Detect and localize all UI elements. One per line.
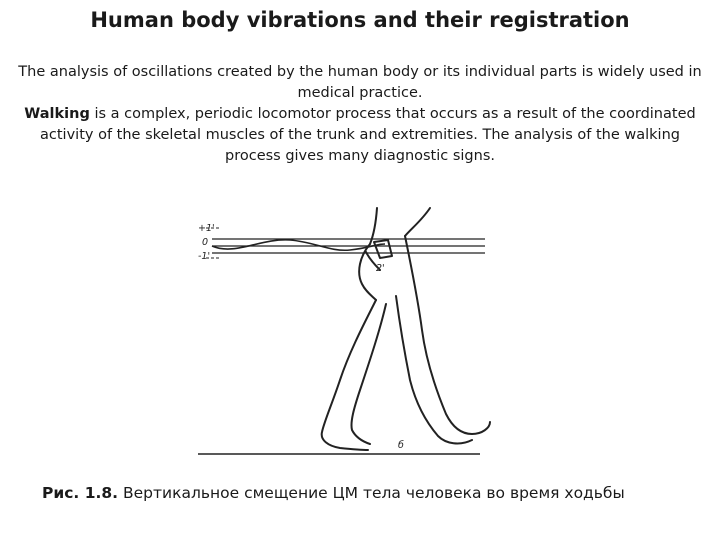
label-b: б (398, 440, 404, 451)
rear-leg-front (350, 303, 387, 445)
walking-figure: +1' 0 -1' 2' б (198, 207, 491, 455)
body-outline (320, 207, 491, 451)
trajectory-wave (211, 239, 386, 252)
figure-caption: Рис. 1.8. Вертикальное смещение ЦМ тела … (42, 484, 625, 502)
hip-joint-line (365, 251, 381, 271)
reference-lines (212, 238, 485, 254)
dashed-markers (206, 227, 220, 259)
buttocks-line (358, 243, 377, 301)
label-two: 2' (376, 263, 385, 274)
front-torso-line (404, 207, 431, 237)
label-minus-one: -1' (198, 251, 210, 262)
caption-text: Вертикальное смещение ЦМ тела человека в… (118, 484, 625, 502)
front-leg-back (395, 295, 473, 445)
intro-paragraph: The analysis of oscillations created by … (18, 64, 702, 101)
caption-number: Рис. 1.8. (42, 484, 119, 502)
walking-term: Walking (24, 106, 90, 122)
walking-paragraph: Walking is a complex, periodic locomotor… (12, 104, 708, 167)
rear-leg-back (320, 299, 377, 451)
walking-description: is a complex, periodic locomotor process… (40, 106, 696, 164)
slide-title: Human body vibrations and their registra… (90, 8, 630, 32)
hip-marker (373, 239, 393, 259)
label-zero: 0 (202, 237, 208, 248)
back-line (369, 207, 378, 245)
front-leg-front (404, 235, 491, 435)
